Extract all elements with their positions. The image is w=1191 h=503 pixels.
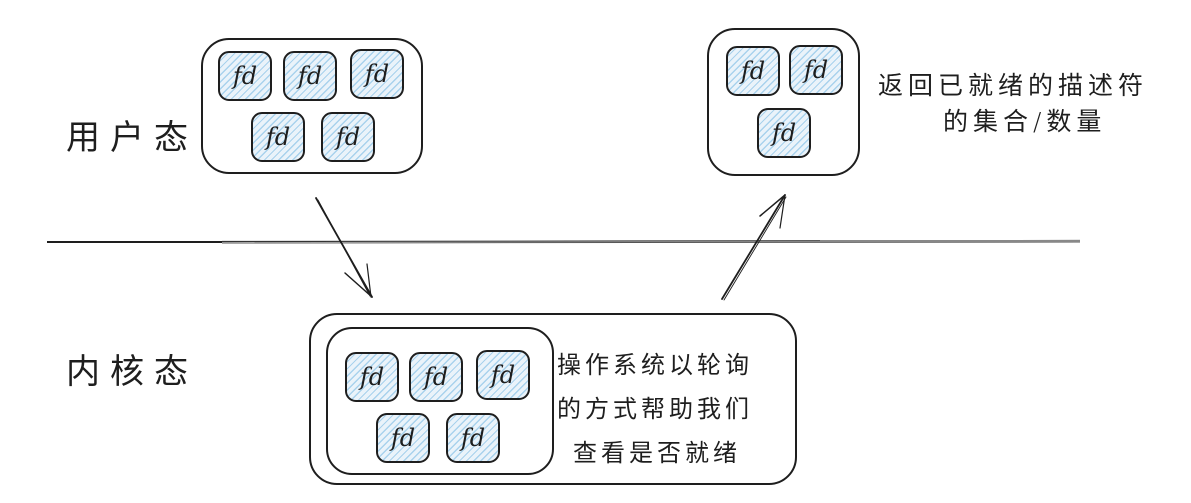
fd-item: fd	[283, 51, 337, 101]
polling-note-line: 查看是否就绪	[573, 439, 741, 467]
fd-item: fd	[376, 413, 430, 463]
fd-item: fd	[409, 352, 463, 402]
fd-item: fd	[476, 350, 530, 400]
kernel-polling-box: fd fd fd fd fd 操作系统以轮询 的方式帮助我们 查看是否就绪	[309, 313, 797, 485]
fd-item: fd	[757, 108, 811, 158]
result-note: 返回已就绪的描述符 的集合/数量	[878, 68, 1148, 140]
kernel-fd-set: fd fd fd fd fd	[326, 327, 554, 475]
kernel-space-label: 内核态	[66, 352, 198, 392]
result-note-line: 返回已就绪的描述符	[878, 71, 1149, 100]
result-note-line: 的集合/数量	[943, 107, 1107, 136]
fd-item: fd	[789, 45, 843, 95]
fd-item: fd	[726, 46, 780, 96]
fd-item: fd	[345, 352, 399, 402]
user-fd-set: fd fd fd fd fd	[201, 38, 423, 174]
polling-note: 操作系统以轮询 的方式帮助我们 查看是否就绪	[557, 343, 753, 475]
polling-note-line: 操作系统以轮询	[557, 351, 753, 379]
ready-fd-set: fd fd fd	[707, 28, 860, 176]
arrow-to-kernel	[315, 197, 373, 298]
arrow-to-user	[721, 194, 787, 301]
fd-item: fd	[321, 112, 375, 162]
fd-item: fd	[218, 51, 272, 101]
boundary-line	[47, 239, 1081, 244]
polling-note-line: 的方式帮助我们	[557, 395, 753, 423]
fd-item: fd	[350, 49, 404, 99]
fd-item: fd	[251, 112, 305, 162]
user-space-label: 用户态	[66, 118, 198, 158]
fd-item: fd	[446, 413, 500, 463]
